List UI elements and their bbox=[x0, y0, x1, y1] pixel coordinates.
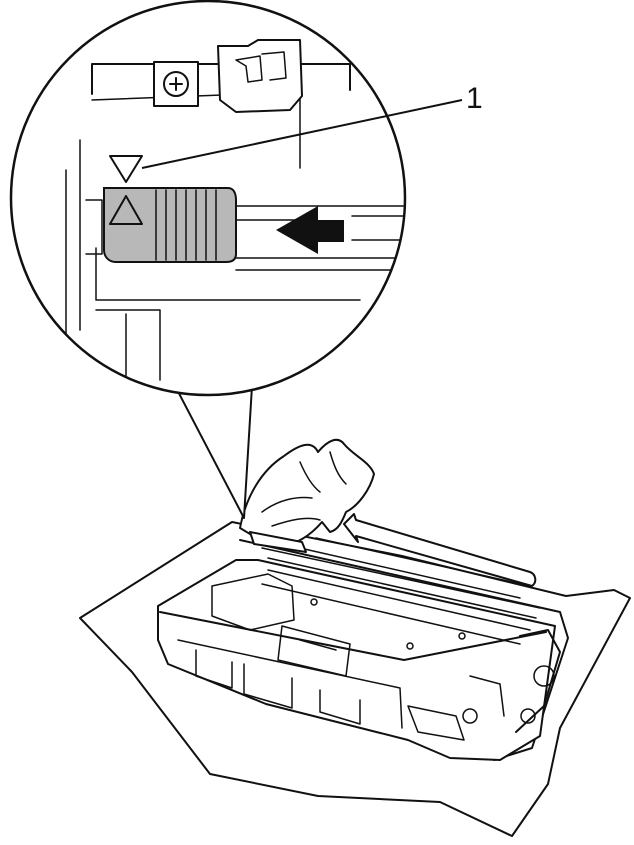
callout-number-1: 1 bbox=[466, 82, 483, 115]
magnified-detail bbox=[65, 39, 405, 381]
magnifier-pointer bbox=[171, 379, 253, 519]
slide-direction-arrow bbox=[343, 513, 537, 587]
arrow-left-icon bbox=[276, 206, 344, 254]
id-slider bbox=[103, 187, 237, 263]
hand bbox=[239, 438, 375, 553]
triangle-up-mark bbox=[109, 195, 143, 225]
screw-icon bbox=[153, 61, 199, 107]
triangle-down-mark bbox=[109, 155, 143, 183]
callout-leader-line bbox=[141, 99, 463, 169]
drum-unit bbox=[157, 537, 569, 761]
